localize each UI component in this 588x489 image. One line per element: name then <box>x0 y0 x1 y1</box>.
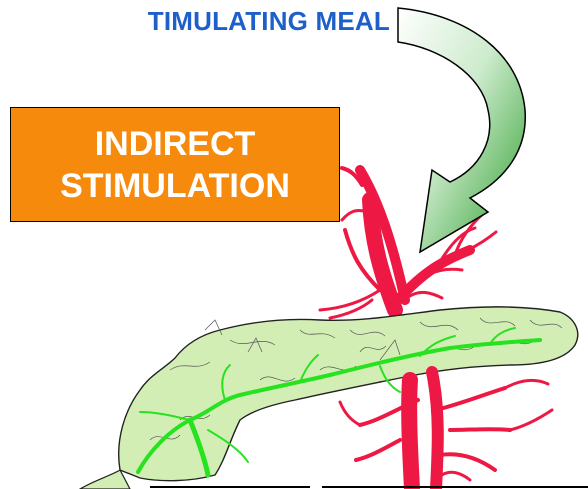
indirect-stimulation-box: INDIRECT STIMULATION <box>10 107 340 222</box>
pancreas-icon <box>119 307 578 481</box>
curved-arrow-icon <box>398 8 525 252</box>
duodenum-edge <box>80 470 130 489</box>
box-line-2: STIMULATION <box>60 165 290 207</box>
page-title: TIMULATING MEAL <box>0 6 390 37</box>
box-line-1: INDIRECT <box>95 123 256 165</box>
lower-artery-icon <box>340 372 552 489</box>
pancreas-body <box>119 307 578 481</box>
upper-artery-right <box>398 250 470 300</box>
